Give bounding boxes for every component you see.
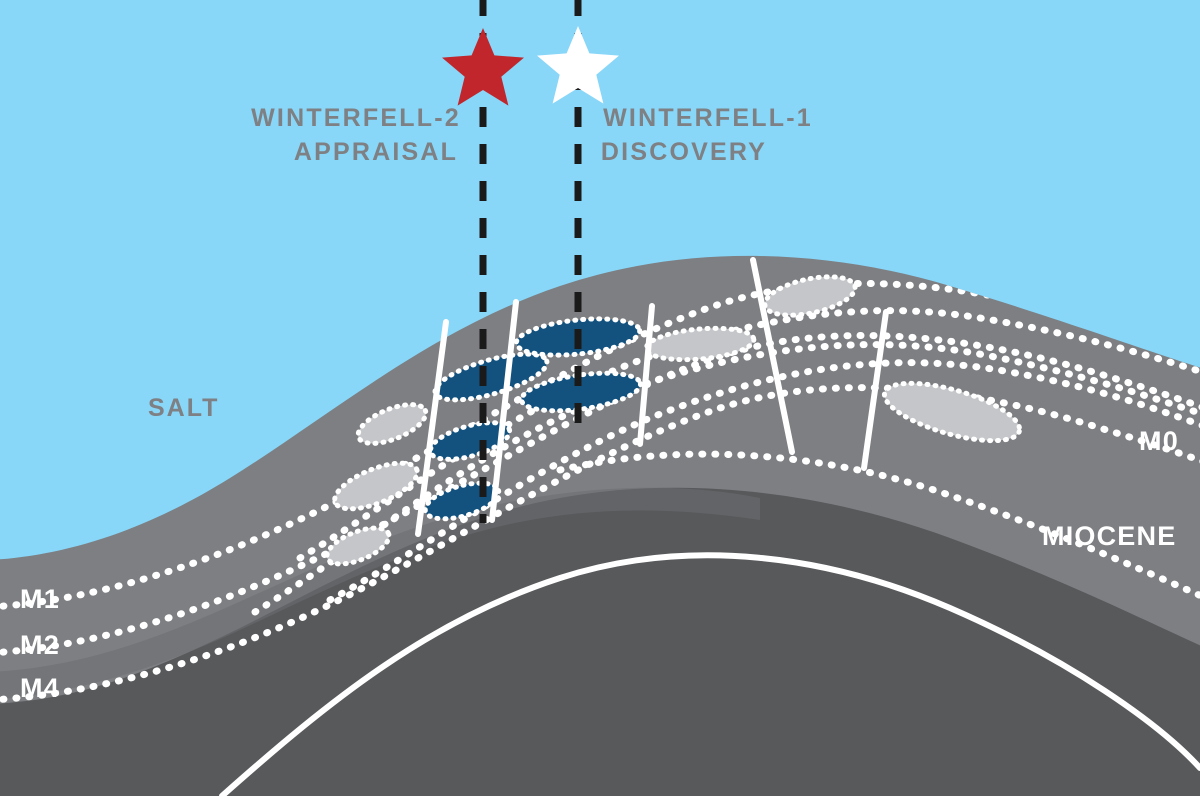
fault-line-4	[750, 257, 795, 455]
lens-group-light	[324, 274, 1023, 567]
lens-light-left-lower	[324, 525, 392, 567]
basement-top-arc	[219, 552, 1200, 796]
horizon-m2	[0, 332, 1200, 657]
lens-light-left-upper	[355, 402, 429, 446]
fault-line-3	[637, 303, 655, 447]
star-icon-discovery	[537, 26, 619, 104]
lens-light-right-flank	[881, 380, 1023, 444]
well-label-winterfell-1-line1: WINTERFELL-1	[603, 104, 813, 132]
star-icon-appraisal	[442, 28, 524, 106]
deep-basement	[0, 487, 1200, 796]
fault-line-1	[415, 319, 449, 537]
lens-light-left-mid	[332, 460, 420, 512]
horizon-label-m4: M4	[20, 673, 60, 703]
horizon-m4	[0, 384, 1200, 704]
fault-group	[415, 257, 889, 537]
horizon-label-m0: M0	[1139, 426, 1179, 456]
fault-line-2	[489, 299, 519, 523]
hydrocarbon-lens-wf2-mid	[427, 420, 513, 462]
well-label-winterfell-1-line2: DISCOVERY	[601, 138, 767, 166]
lens-light-center-right	[643, 325, 757, 363]
horizon-label-miocene: MIOCENE	[1042, 521, 1176, 551]
fault-line-5	[861, 309, 889, 471]
salt-label: SALT	[148, 394, 219, 422]
mid-basement-wedge	[0, 487, 760, 700]
horizon-label-m2: M2	[20, 630, 60, 660]
well-label-winterfell-2-line2: APPRAISAL	[294, 138, 458, 166]
well-label-winterfell-2-line1: WINTERFELL-2	[251, 104, 461, 132]
horizon-label-m1: M1	[20, 584, 60, 614]
horizon-upper-b	[326, 359, 1200, 604]
